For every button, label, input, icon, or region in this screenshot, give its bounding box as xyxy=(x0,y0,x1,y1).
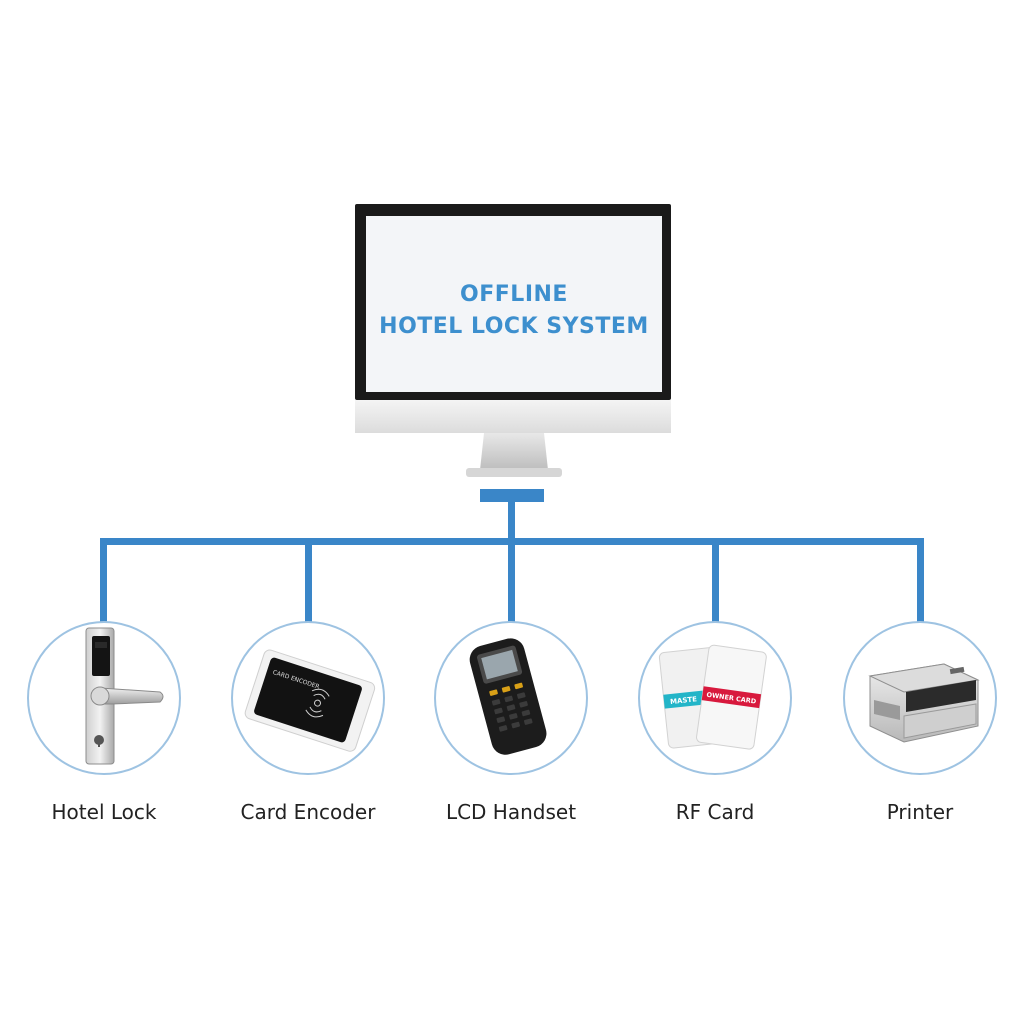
monitor xyxy=(355,204,671,477)
monitor-title-line-2: HOTEL LOCK SYSTEM xyxy=(379,314,649,339)
device-label-printer: Printer xyxy=(886,800,954,824)
hotel-lock-icon xyxy=(85,627,164,765)
printer-icon xyxy=(868,663,980,743)
device-label-card-encoder: Card Encoder xyxy=(240,800,376,824)
connector-drop-5 xyxy=(917,538,924,623)
device-label-rf-card: RF Card xyxy=(675,800,755,824)
connector-drop-3 xyxy=(508,538,515,623)
card-encoder-icon: CARD ENCODER xyxy=(244,649,376,752)
connector-drop-4 xyxy=(712,538,719,623)
device-label-lcd-handset: LCD Handset xyxy=(445,800,577,824)
monitor-stand xyxy=(480,433,548,470)
connector-drop-1 xyxy=(100,538,107,623)
lcd-handset-icon xyxy=(469,638,547,755)
connector-trunk xyxy=(508,500,515,540)
monitor-title-line-1: OFFLINE xyxy=(460,282,568,307)
monitor-chin xyxy=(355,400,671,433)
device-label-hotel-lock: Hotel Lock xyxy=(51,800,157,824)
master-card-text: MASTE xyxy=(670,695,698,706)
connector-hub xyxy=(480,489,544,502)
monitor-screen xyxy=(366,216,662,392)
connector-drop-2 xyxy=(305,538,312,623)
rf-card-icon: MASTE OWNER CARD xyxy=(658,644,767,750)
connector-tree xyxy=(100,489,924,623)
monitor-base xyxy=(466,468,562,477)
